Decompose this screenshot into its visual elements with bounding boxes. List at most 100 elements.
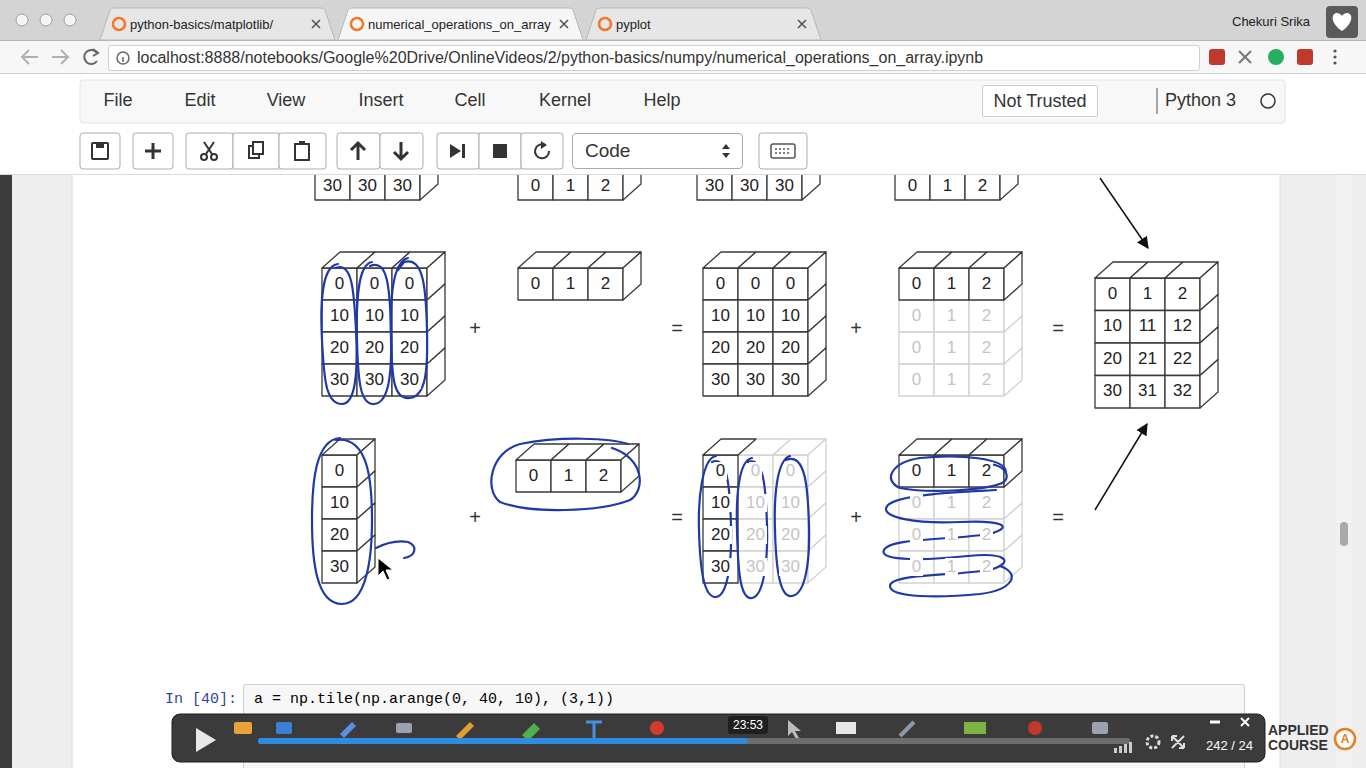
tab-title: pyplot bbox=[616, 17, 651, 32]
label-anchor: 242 / 24 bbox=[1206, 738, 1253, 754]
array-cell-value: 10 bbox=[398, 307, 421, 326]
array-cell-value: 1 bbox=[945, 371, 958, 390]
menu-item: View bbox=[267, 90, 306, 112]
menu-item: File bbox=[103, 90, 132, 112]
array-cell-value: 10 bbox=[709, 307, 732, 326]
array-cell-value: 30 bbox=[744, 558, 767, 577]
numpy-array: 0 1 2 bbox=[518, 172, 623, 200]
numpy-array: 012012012012 bbox=[899, 268, 1004, 396]
array-cell-value: 2 bbox=[980, 339, 993, 358]
array-cell-value: 0 bbox=[910, 275, 923, 294]
menu-item: Edit bbox=[184, 90, 215, 112]
trust-button: Not Trusted bbox=[982, 85, 1098, 117]
array-cell-value: 0 bbox=[368, 275, 381, 294]
label-anchor: APPLIED COURSE bbox=[1268, 723, 1330, 753]
array-cell-value: 10 bbox=[779, 307, 802, 326]
cell-prompt: In [40]: bbox=[127, 691, 237, 708]
label-anchor: Python 3 bbox=[1165, 90, 1236, 112]
array-cell-value: 10 bbox=[709, 494, 732, 513]
label-anchor: Kernel bbox=[539, 90, 591, 112]
operator-sign: + bbox=[469, 505, 481, 529]
array-cell-value: 20 bbox=[1101, 350, 1124, 369]
operator-sign: = bbox=[671, 505, 683, 529]
array-cell-value: 2 bbox=[976, 177, 989, 196]
label-anchor: = bbox=[671, 316, 683, 340]
array-cell-value: 0 bbox=[906, 177, 919, 196]
array-cell-value: 1 bbox=[562, 467, 575, 486]
array-cell-value: 20 bbox=[398, 339, 421, 358]
array-cell-value: 0 bbox=[333, 462, 346, 481]
array-cell-value: 20 bbox=[779, 526, 802, 545]
array-cell-value: 10 bbox=[328, 494, 351, 513]
array-cell-value: 1 bbox=[941, 177, 954, 196]
array-cell-value: 2 bbox=[980, 558, 993, 577]
numpy-array: 000101010202020303030 bbox=[703, 455, 808, 583]
code-line: a = np.tile(np.arange(0, 40, 10), (3,1)) bbox=[254, 691, 614, 708]
numpy-array: 012101112202122303132 bbox=[1095, 278, 1200, 408]
numpy-array: 0102030 bbox=[322, 455, 357, 583]
array-cell-value: 1 bbox=[945, 275, 958, 294]
array-cell-value: 0 bbox=[910, 307, 923, 326]
array-cell-value: 2 bbox=[1176, 285, 1189, 304]
label-anchor: Insert bbox=[358, 90, 403, 112]
label-anchor: + bbox=[850, 316, 862, 340]
menu-item: Kernel bbox=[539, 90, 591, 112]
array-cell-value: 0 bbox=[714, 462, 727, 481]
array-cell-value: 30 bbox=[391, 177, 414, 196]
address-bar: localhost:8888/notebooks/Google%20Drive/… bbox=[108, 45, 1200, 71]
array-cell-value: 0 bbox=[910, 339, 923, 358]
array-cell-value: 30 bbox=[703, 177, 726, 196]
time-text: 23:53 bbox=[733, 718, 763, 732]
array-cell-value: 2 bbox=[980, 275, 993, 294]
array-cell-value: 1 bbox=[945, 339, 958, 358]
operator-sign: = bbox=[1052, 316, 1064, 340]
array-cell-value: 10 bbox=[744, 494, 767, 513]
operator-sign: = bbox=[1052, 505, 1064, 529]
operator-sign: + bbox=[850, 316, 862, 340]
array-cell-value: 1 bbox=[564, 177, 577, 196]
array-cell-value: 11 bbox=[1137, 317, 1159, 336]
array-cell-value: 2 bbox=[599, 177, 612, 196]
array-cell-value: 20 bbox=[744, 339, 767, 358]
array-cell-value: 0 bbox=[1106, 285, 1119, 304]
browser-and-notebook-header: python-basics/matplotlib/numerical_opera… bbox=[0, 0, 1366, 175]
tab-title: python-basics/matplotlib/ bbox=[130, 17, 273, 32]
array-cell-value: 0 bbox=[910, 558, 923, 577]
array-cell-value: 30 bbox=[709, 558, 732, 577]
array-cell-value: 30 bbox=[709, 371, 732, 390]
label-anchor: Chekuri Srika bbox=[1232, 14, 1310, 30]
label-anchor: File bbox=[103, 90, 132, 112]
label-anchor: + bbox=[850, 505, 862, 529]
label-anchor: = bbox=[671, 505, 683, 529]
array-cell-value: 30 bbox=[779, 371, 802, 390]
array-cell-value: 30 bbox=[744, 371, 767, 390]
array-cell-value: 30 bbox=[738, 177, 761, 196]
label-anchor: = bbox=[1052, 316, 1064, 340]
array-cell-value: 0 bbox=[333, 275, 346, 294]
array-cell-value: 0 bbox=[403, 275, 416, 294]
numpy-array: 000101010202020303030 bbox=[322, 268, 427, 396]
url-text: localhost:8888/notebooks/Google%20Drive/… bbox=[137, 49, 983, 67]
numpy-array: 012012012012 bbox=[899, 455, 1004, 583]
array-cell-value: 20 bbox=[709, 526, 732, 545]
array-cell-value: 20 bbox=[328, 526, 351, 545]
array-cell-value: 0 bbox=[749, 462, 762, 481]
array-cell-value: 1 bbox=[945, 462, 958, 481]
array-cell-value: 0 bbox=[529, 177, 542, 196]
operator-sign: = bbox=[671, 316, 683, 340]
array-cell-value: 0 bbox=[527, 467, 540, 486]
array-cell-value: 0 bbox=[749, 275, 762, 294]
label-anchor: + bbox=[469, 505, 481, 529]
array-cell-value: 22 bbox=[1171, 350, 1194, 369]
label-anchor: = bbox=[1052, 505, 1064, 529]
array-cell-value: 10 bbox=[1101, 317, 1124, 336]
numpy-array: 0 1 2 bbox=[895, 172, 1000, 200]
array-cell-value: 30 bbox=[321, 177, 344, 196]
array-cell-value: 0 bbox=[910, 371, 923, 390]
array-cell-value: 30 bbox=[363, 371, 386, 390]
tab-title: numerical_operations_on_array bbox=[368, 17, 551, 32]
array-cell-value: 0 bbox=[784, 462, 797, 481]
brand-logo-text: APPLIED COURSE bbox=[1268, 723, 1330, 753]
array-cell-value: 20 bbox=[363, 339, 386, 358]
